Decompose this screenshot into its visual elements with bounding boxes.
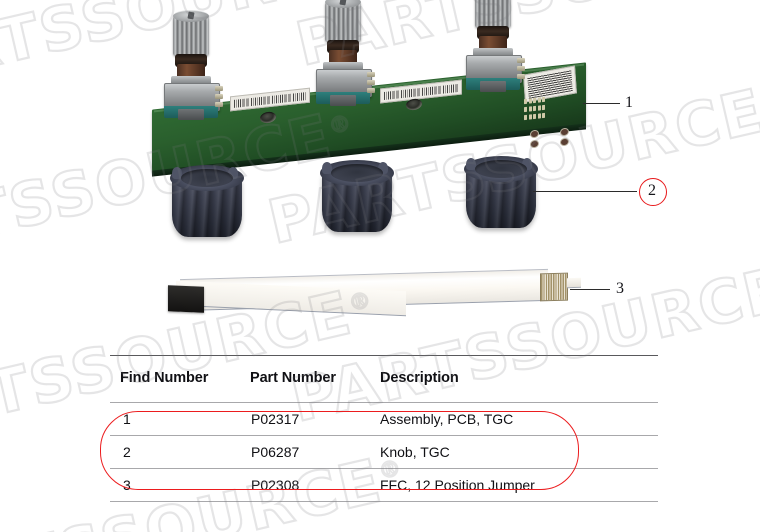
cell-find-number: 3 (123, 477, 131, 493)
table-row: 2 (123, 444, 131, 460)
ffc-gold-contacts (540, 272, 568, 302)
callout-2-number: 2 (648, 182, 656, 199)
table-header-description: Description (380, 370, 459, 386)
pot-knurled-shaft (475, 0, 511, 28)
knob-flute (522, 158, 532, 170)
table-row: FFC, 12 Position Jumper (380, 477, 535, 493)
table-row: Assembly, PCB, TGC (380, 411, 513, 427)
callout-2-leader-line (533, 191, 637, 192)
pcb-assembly-image (152, 0, 592, 172)
pcb-solder-ring (530, 139, 539, 149)
ffc-connector-block (168, 285, 204, 313)
table-row: Knob, TGC (380, 444, 450, 460)
cell-find-number: 2 (123, 444, 131, 460)
cell-part-number: P06287 (251, 444, 300, 460)
table-row-rule (110, 468, 658, 469)
knob-dish (181, 169, 233, 187)
cell-part-number: P02308 (251, 477, 300, 493)
barcode-bars (527, 70, 573, 99)
callout-1-leader-line (583, 103, 620, 104)
pot-nut (473, 48, 513, 58)
pcb-solder-ring (560, 137, 569, 147)
table-header-part-number: Part Number (250, 370, 336, 386)
knob-flute (228, 167, 238, 179)
cell-part-number: P02317 (251, 411, 300, 427)
pot-pins (215, 86, 223, 107)
pot-shaft-slot (339, 0, 347, 6)
knob-flute (378, 162, 388, 174)
pot-pins (367, 72, 375, 93)
knob-flute (466, 158, 476, 170)
table-row: 3 (123, 477, 131, 493)
knob-image (168, 165, 246, 241)
callout-3-leader-line (570, 289, 610, 290)
pot-pins (517, 58, 525, 79)
cell-description: Knob, TGC (380, 444, 450, 460)
pot-collar (327, 40, 359, 53)
ffc-tail (567, 277, 581, 289)
table-row-rule (110, 435, 658, 436)
pot-base (316, 92, 370, 106)
table-header-find-number: Find Number (120, 370, 209, 386)
callout-1-number: 1 (625, 94, 633, 111)
callout-2-circle (639, 178, 667, 206)
table-row: P02317 (251, 411, 299, 427)
knob-image (318, 160, 396, 236)
pot-collar (175, 54, 207, 67)
pcb-solder-ring (530, 129, 539, 139)
pot-base (466, 78, 520, 92)
cell-description: FFC, 12 Position Jumper (380, 477, 535, 493)
table-top-rule (110, 355, 658, 356)
knob-image (462, 156, 540, 232)
callout-3-number: 3 (616, 280, 624, 297)
pot-nut (171, 76, 211, 86)
knob-dish (475, 160, 527, 178)
table-row: P02308 (251, 477, 299, 493)
table-row: P06287 (251, 444, 299, 460)
pot-collar (477, 26, 509, 39)
table-bottom-rule (110, 501, 658, 502)
pot-shaft-slot (187, 11, 195, 20)
pcb-solder-ring (560, 127, 569, 137)
pot-base (164, 106, 218, 120)
cell-description: Assembly, PCB, TGC (380, 411, 514, 427)
ffc-cable-image (168, 262, 581, 324)
pot-nut (323, 62, 363, 72)
table-header-rule (110, 402, 658, 403)
table-row: 1 (123, 411, 131, 427)
knob-flute (172, 167, 182, 179)
cell-find-number: 1 (123, 411, 131, 427)
parts-table: Find Number Part Number Description 1 P0… (0, 345, 760, 532)
knob-flute (322, 162, 332, 174)
knob-dish (331, 164, 383, 182)
product-photo-area: 1 2 3 (0, 0, 760, 345)
